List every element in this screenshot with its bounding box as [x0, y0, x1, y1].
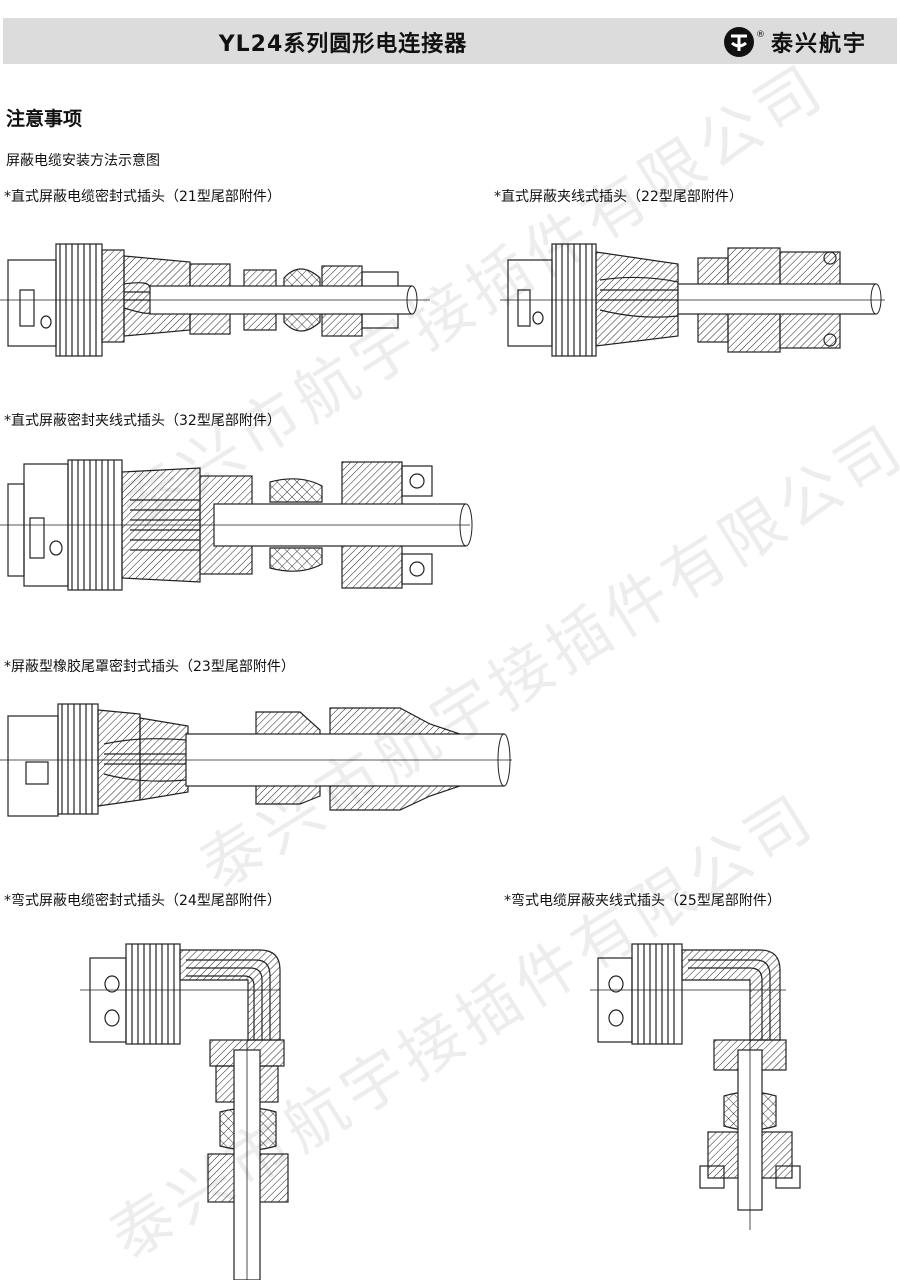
diagram-type-21 [0, 243, 430, 357]
diagram-type-24 [80, 943, 289, 1280]
caption-type-25: *弯式电缆屏蔽夹线式插头（25型尾部附件） [504, 893, 781, 909]
caption-type-32: *直式屏蔽密封夹线式插头（32型尾部附件） [4, 413, 281, 429]
diagram-type-22 [500, 243, 885, 357]
caption-type-21: *直式屏蔽电缆密封式插头（21型尾部附件） [4, 189, 281, 205]
brand: ® 泰兴航宇 [722, 24, 867, 60]
caption-type-24: *弯式屏蔽电缆密封式插头（24型尾部附件） [4, 893, 281, 909]
caption-type-23: *屏蔽型橡胶尾罩密封式插头（23型尾部附件） [4, 659, 295, 675]
section-title: 注意事项 [6, 108, 83, 130]
caption-type-22: *直式屏蔽夹线式插头（22型尾部附件） [494, 189, 743, 205]
section-subtitle: 屏蔽电缆安装方法示意图 [6, 153, 160, 169]
page-header: YL24系列圆形电连接器 ® 泰兴航宇 [3, 18, 897, 64]
brand-logo-icon [723, 27, 754, 57]
diagram-type-23 [0, 703, 512, 817]
brand-name: 泰兴航宇 [770, 32, 867, 57]
registered-mark: ® [755, 30, 765, 40]
diagram-type-32 [0, 459, 473, 591]
diagram-type-25 [590, 943, 801, 1230]
header-title: YL24系列圆形电连接器 [218, 32, 468, 57]
